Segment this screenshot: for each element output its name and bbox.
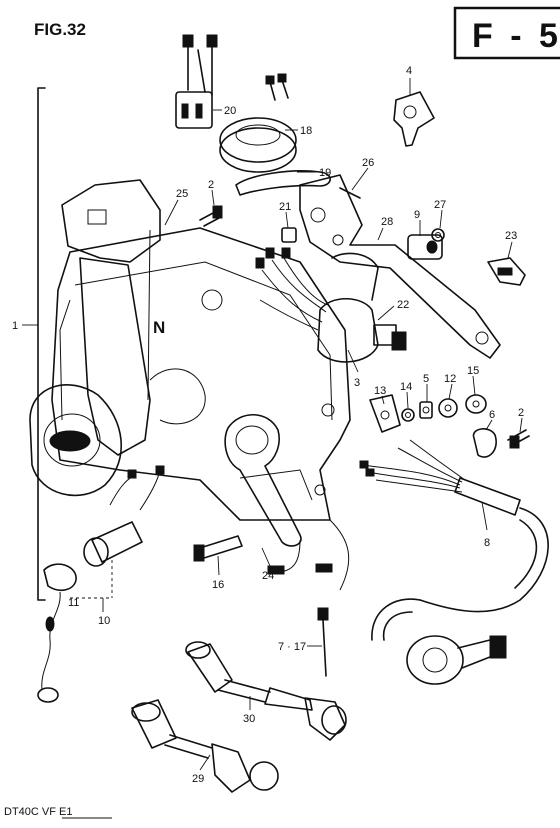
callout-10: 10 (98, 615, 110, 627)
callout-29: 29 (192, 773, 204, 785)
lead-wires (267, 519, 350, 591)
callout-23: 23 (505, 230, 517, 242)
callout-27: 27 (434, 199, 446, 211)
assembly-bracket (37, 87, 46, 601)
leader-lines (102, 78, 523, 771)
collar-15 (465, 394, 487, 414)
ignition-key-4 (393, 91, 435, 147)
callout-9: 9 (414, 209, 420, 221)
callout-3: 3 (354, 377, 360, 389)
cable-30 (185, 641, 347, 741)
callout-24: 24 (262, 570, 274, 582)
model-code: DT40C VF E1 (4, 806, 72, 818)
washer-12 (438, 398, 458, 418)
callout-13: 13 (374, 385, 386, 397)
callout-16: 16 (212, 579, 224, 591)
throttle-handle (29, 179, 161, 497)
callout-2-top: 2 (208, 179, 214, 191)
ignition-switch-3 (317, 252, 407, 363)
emergency-switch-11 (37, 465, 165, 703)
callout-15: 15 (467, 365, 479, 377)
neutral-marking: N (153, 318, 165, 337)
figure-label: FIG.32 (34, 20, 86, 39)
section-code-box: F - 5 (453, 6, 560, 60)
callout-2-right: 2 (518, 407, 524, 419)
wire-bundle-22 (255, 247, 329, 331)
cable-clamp-6 (472, 428, 497, 458)
callout-5: 5 (423, 373, 429, 385)
callout-1: 1 (12, 320, 18, 332)
clip-23 (487, 257, 526, 286)
callout-12: 12 (444, 373, 456, 385)
bolt-16 (193, 535, 243, 562)
callout-26: 26 (362, 157, 374, 169)
bracket-plate-28 (299, 174, 501, 359)
clamp-19 (235, 170, 331, 196)
callout-8: 8 (484, 537, 490, 549)
section-code: F - 5 (472, 17, 560, 55)
bolt-2-top (199, 205, 223, 227)
callout-7-17: 7 · 17 (278, 641, 306, 653)
callout-20: 20 (224, 105, 236, 117)
cable-tie-7-17 (317, 607, 329, 677)
harness-connector-20 (175, 34, 218, 129)
callout-21: 21 (279, 201, 291, 213)
callout-22: 22 (397, 299, 409, 311)
lever-24 (224, 414, 302, 547)
bolt-2-right (507, 429, 530, 449)
bushing-5 (419, 401, 433, 419)
plate-13 (369, 394, 401, 433)
callout-4: 4 (406, 65, 412, 77)
callout-11: 11 (68, 597, 79, 609)
grommet-18 (219, 73, 297, 173)
wire-harness-8 (359, 439, 549, 685)
callout-18: 18 (300, 125, 312, 137)
nut-27 (431, 228, 445, 242)
callout-14: 14 (400, 381, 412, 393)
cable-29 (131, 699, 279, 793)
remote-control-box (51, 227, 351, 521)
washer-14 (401, 408, 415, 422)
callout-30: 30 (243, 713, 255, 725)
callout-25: 25 (176, 188, 188, 200)
callout-labels: 20 4 18 19 26 25 2 21 28 9 27 23 1 22 3 … (12, 65, 524, 785)
callout-19: 19 (319, 167, 331, 179)
callout-28: 28 (381, 216, 393, 228)
clip-21 (281, 227, 297, 243)
callout-6: 6 (489, 409, 495, 421)
pin-26 (339, 187, 361, 199)
cap-9 (407, 234, 443, 260)
leader-line (70, 560, 113, 599)
